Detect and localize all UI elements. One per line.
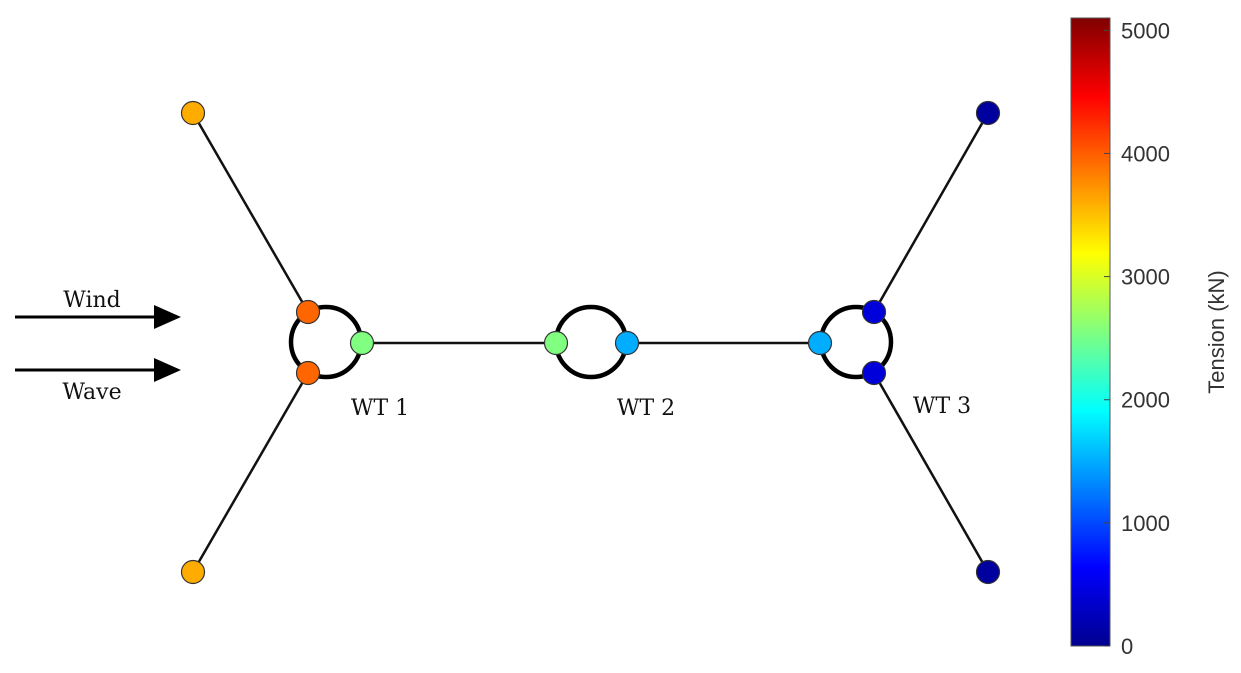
colorbar-tick-label: 0 [1121, 634, 1133, 659]
colorbar-tick-label: 5000 [1121, 18, 1170, 43]
colorbar-tick-label: 4000 [1121, 141, 1170, 166]
wt3-fairlead-left-node [807, 330, 833, 356]
colorbar-tick-label: 2000 [1121, 388, 1170, 413]
wt1-fairlead-bottom-node [295, 360, 321, 386]
mooring-line [872, 372, 990, 573]
colorbar-ticks: 0 1000 2000 3000 4000 5000 [1104, 18, 1170, 659]
mooring-line [191, 372, 310, 573]
colorbar [1070, 17, 1111, 647]
tension-nodes [180, 100, 1001, 585]
wt1-anchor-top-node [180, 100, 206, 126]
wt2-fairlead-left-node [543, 330, 569, 356]
wt3-label: WT 3 [913, 394, 971, 419]
wt1-anchor-bottom-node [180, 559, 206, 585]
wt1-fairlead-top-node [295, 299, 321, 325]
mooring-line [191, 112, 310, 313]
wt2-label: WT 2 [617, 396, 675, 421]
wt2-fairlead-right-node [614, 330, 640, 356]
wt1-fairlead-right-node [349, 330, 375, 356]
wt3-anchor-bottom-node [975, 559, 1001, 585]
wind-label: Wind [63, 288, 121, 313]
colorbar-tick-label: 1000 [1121, 511, 1170, 536]
wt3-fairlead-top-node [861, 299, 887, 325]
wt3-anchor-top-node [975, 100, 1001, 126]
colorbar-title: Tension (kN) [1204, 270, 1229, 393]
wt1-label: WT 1 [351, 396, 409, 421]
colorbar-tick-label: 3000 [1121, 265, 1170, 290]
mooring-lines [191, 112, 990, 573]
wt3-fairlead-bottom-node [861, 360, 887, 386]
mooring-line [872, 112, 990, 313]
wave-label: Wave [62, 380, 121, 405]
